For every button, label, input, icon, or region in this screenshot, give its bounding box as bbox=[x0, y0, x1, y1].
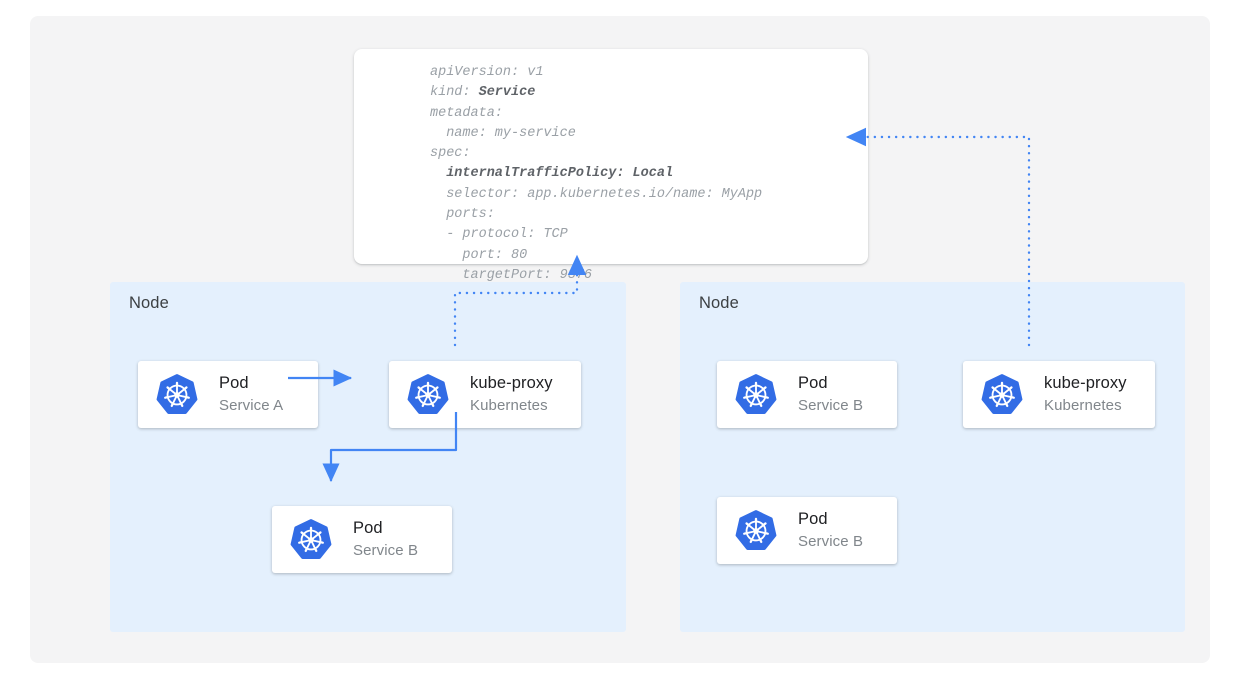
card-kube-proxy-left[interactable]: kube-proxy Kubernetes bbox=[389, 361, 581, 428]
card-subtitle: Service B bbox=[353, 542, 419, 559]
kubernetes-logo-icon bbox=[406, 373, 450, 417]
kubernetes-logo-icon bbox=[734, 509, 778, 553]
yaml-line: apiVersion: v1 bbox=[430, 65, 544, 80]
card-title: Pod bbox=[798, 510, 828, 528]
card-title: Pod bbox=[798, 374, 828, 392]
yaml-line: kind: Service bbox=[430, 85, 536, 101]
node-panel-right: Node bbox=[680, 282, 1185, 632]
yaml-line: selector: app.kubernetes.io/name: MyApp bbox=[430, 186, 763, 202]
yaml-line: port: 80 bbox=[430, 247, 528, 263]
yaml-line: metadata: bbox=[430, 105, 503, 121]
card-subtitle: Service B bbox=[798, 533, 864, 550]
yaml-line: internalTrafficPolicy: Local bbox=[430, 164, 762, 184]
yaml-line: name: my-service bbox=[430, 125, 576, 141]
card-title: kube-proxy bbox=[470, 374, 553, 392]
card-subtitle: Service B bbox=[798, 397, 864, 414]
card-pod-service-b-right-bottom[interactable]: Pod Service B bbox=[717, 497, 897, 564]
node-label-right: Node bbox=[699, 294, 739, 312]
kubernetes-logo-icon bbox=[289, 518, 333, 562]
kubernetes-logo-icon bbox=[980, 373, 1024, 417]
card-subtitle: Kubernetes bbox=[470, 397, 548, 414]
service-yaml-code: apiVersion: v1 kind: Service metadata: nam… bbox=[430, 63, 762, 286]
yaml-line: ports: bbox=[430, 207, 495, 223]
card-subtitle: Kubernetes bbox=[1044, 397, 1122, 414]
node-label-left: Node bbox=[129, 294, 169, 312]
card-title: Pod bbox=[353, 519, 383, 537]
card-title: Pod bbox=[219, 374, 249, 392]
card-pod-service-b-right-top[interactable]: Pod Service B bbox=[717, 361, 897, 428]
card-pod-service-b-left[interactable]: Pod Service B bbox=[272, 506, 452, 573]
card-title: kube-proxy bbox=[1044, 374, 1127, 392]
kubernetes-logo-icon bbox=[734, 373, 778, 417]
yaml-line: spec: bbox=[430, 146, 471, 162]
yaml-emphasis: Service bbox=[478, 85, 536, 101]
yaml-line: - protocol: TCP bbox=[430, 227, 568, 243]
node-panel-left: Node bbox=[110, 282, 626, 632]
diagram-canvas: apiVersion: v1 kind: Service metadata: nam… bbox=[30, 16, 1210, 663]
card-subtitle: Service A bbox=[219, 397, 284, 414]
service-yaml-card: apiVersion: v1 kind: Service metadata: nam… bbox=[354, 49, 868, 283]
kubernetes-logo-icon bbox=[155, 373, 199, 417]
yaml-emphasis: internalTrafficPolicy: Local bbox=[446, 166, 674, 182]
card-kube-proxy-right[interactable]: kube-proxy Kubernetes bbox=[963, 361, 1155, 428]
card-pod-service-a[interactable]: Pod Service A bbox=[138, 361, 318, 428]
